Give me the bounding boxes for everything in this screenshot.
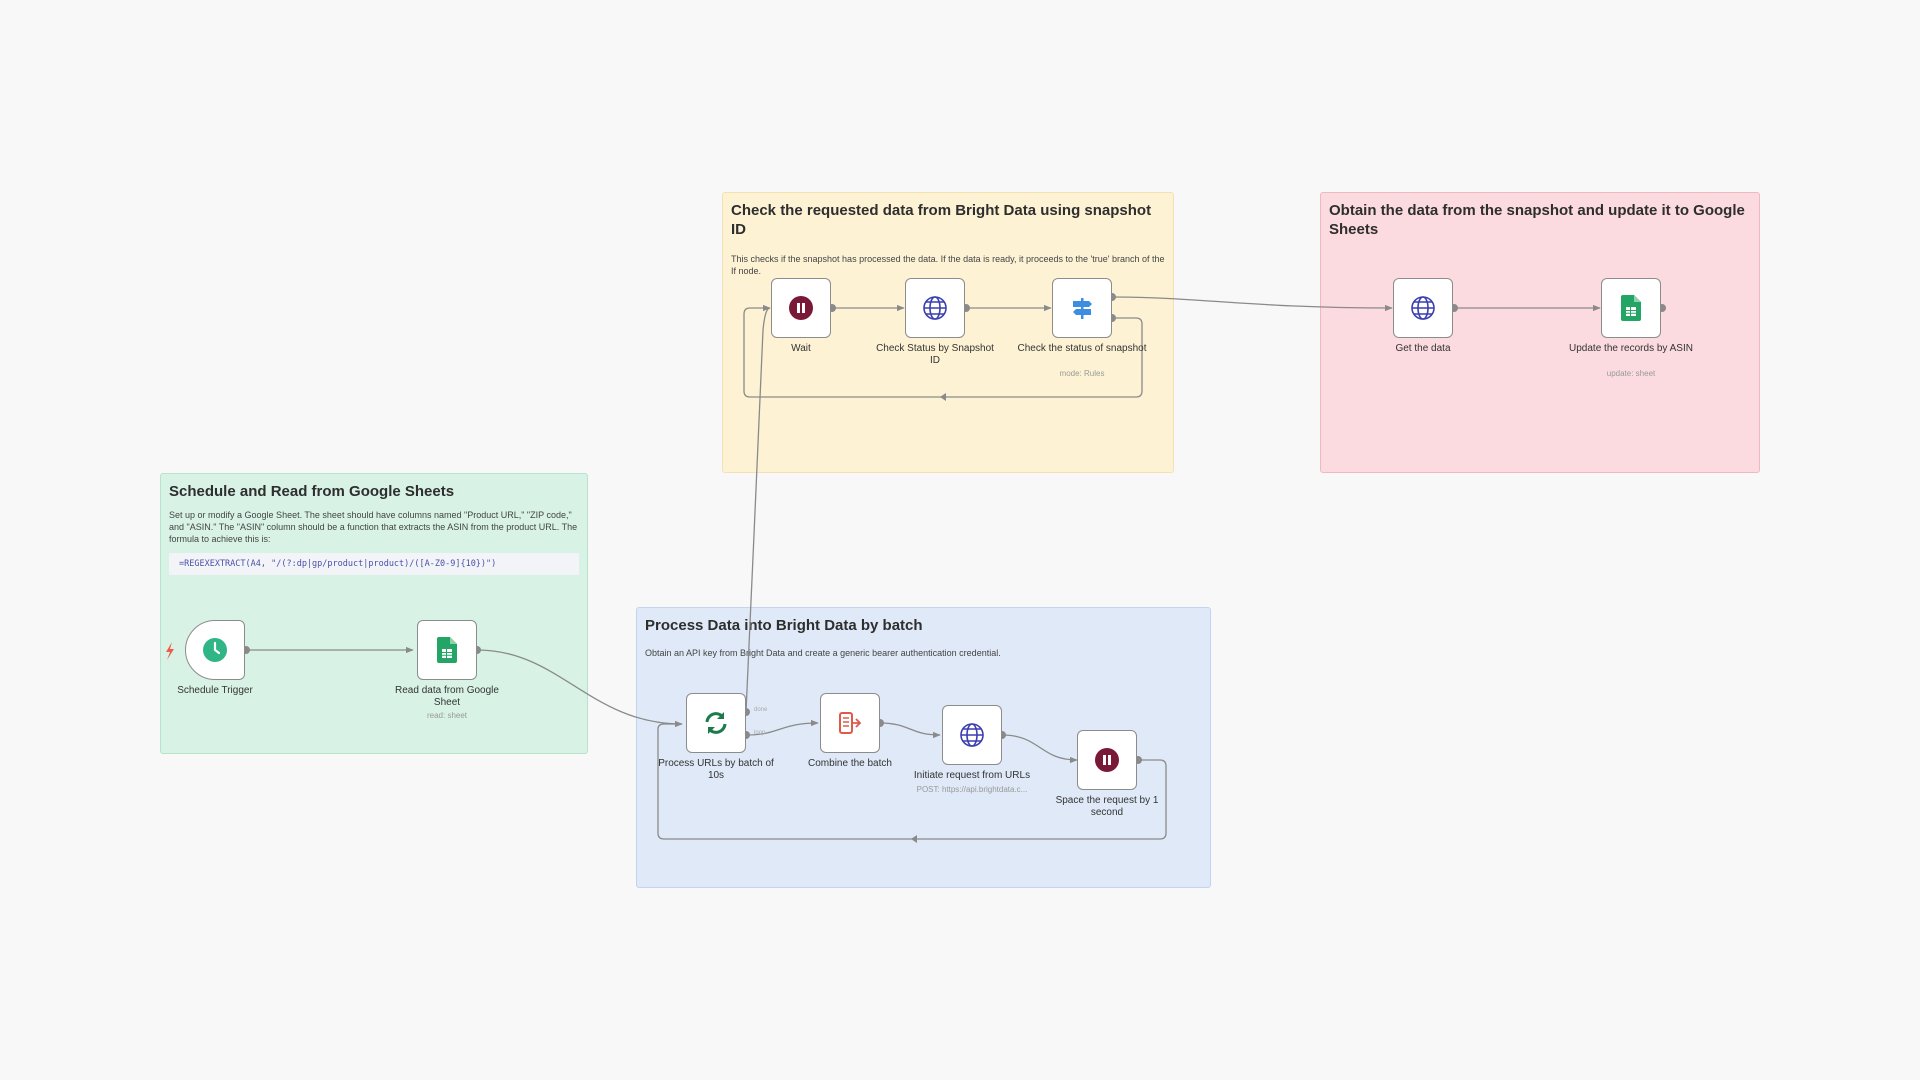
node-combine-batch[interactable] <box>820 693 880 753</box>
code-icon <box>839 712 862 734</box>
loop-direction-arrow <box>940 393 946 401</box>
wire-read-to-process <box>476 649 683 728</box>
sticky-description: This checks if the snapshot has processe… <box>731 254 1165 276</box>
node-label: Schedule Trigger <box>177 685 253 696</box>
pause-icon <box>1095 748 1119 772</box>
node-subtitle: POST: https://api.brightdata.c... <box>916 785 1028 794</box>
trigger-bolt-icon <box>166 642 174 660</box>
globe-icon <box>1411 296 1435 320</box>
wire-loop-to-combine <box>745 719 819 736</box>
sticky-title: Process Data into Bright Data by batch <box>645 617 923 634</box>
node-schedule-trigger[interactable] <box>185 620 245 680</box>
globe-icon <box>923 296 947 320</box>
google-sheets-icon <box>1621 295 1641 321</box>
regex-formula-code: =REGEXEXTRACT(A4, "/(?:dp|gp/product|pro… <box>169 553 579 575</box>
sticky-title: Schedule and Read from Google Sheets <box>169 483 455 500</box>
node-label: Get the data <box>1395 343 1451 354</box>
node-read-sheet[interactable] <box>417 620 477 680</box>
node-wait[interactable] <box>771 278 831 338</box>
node-label: Wait <box>791 343 811 354</box>
wire-true-to-get-data <box>1111 296 1393 312</box>
node-label: Check Status by Snapshot ID <box>876 343 994 366</box>
node-check-status[interactable] <box>905 278 965 338</box>
wire-initiate-to-space <box>1001 734 1078 764</box>
node-update-records[interactable] <box>1601 278 1661 338</box>
node-label: Process URLs by batch of 10s <box>658 758 774 781</box>
node-subtitle: update: sheet <box>1606 369 1656 378</box>
node-check-snapshot-switch[interactable] <box>1052 278 1112 338</box>
sticky-schedule-and-read[interactable]: Schedule and Read from Google Sheets Set… <box>160 473 588 754</box>
loop-icon <box>705 712 727 734</box>
node-initiate-request[interactable] <box>942 705 1002 765</box>
google-sheets-icon <box>437 637 457 663</box>
node-label: Update the records by ASIN <box>1569 343 1693 354</box>
globe-icon <box>960 723 984 747</box>
loop-direction-arrow <box>911 835 917 843</box>
node-label: Check the status of snapshot <box>1017 343 1147 354</box>
node-label: Combine the batch <box>808 758 892 769</box>
sticky-description: Set up or modify a Google Sheet. The she… <box>169 510 578 544</box>
switch-icon <box>1073 298 1092 319</box>
node-label: Read data from Google Sheet <box>395 685 499 708</box>
node-label: Space the request by 1 second <box>1055 795 1159 818</box>
node-process-urls[interactable] <box>686 693 746 753</box>
node-subtitle: mode: Rules <box>1059 369 1105 378</box>
node-label: Initiate request from URLs <box>913 770 1031 781</box>
sticky-description: Obtain an API key from Bright Data and c… <box>645 648 1001 658</box>
pause-icon <box>789 296 813 320</box>
sticky-title: Check the requested data from Bright Dat… <box>731 202 1152 238</box>
node-subtitle: read: sheet <box>426 711 468 720</box>
handle-label-loop: loop <box>754 730 766 736</box>
sticky-title: Obtain the data from the snapshot and up… <box>1329 202 1745 238</box>
handle-label-done: done <box>754 707 768 713</box>
wire-combine-to-initiate <box>879 722 941 739</box>
node-get-data[interactable] <box>1393 278 1453 338</box>
clock-icon <box>203 638 227 662</box>
node-space-request[interactable] <box>1077 730 1137 790</box>
wire-done-to-wait <box>745 304 771 713</box>
